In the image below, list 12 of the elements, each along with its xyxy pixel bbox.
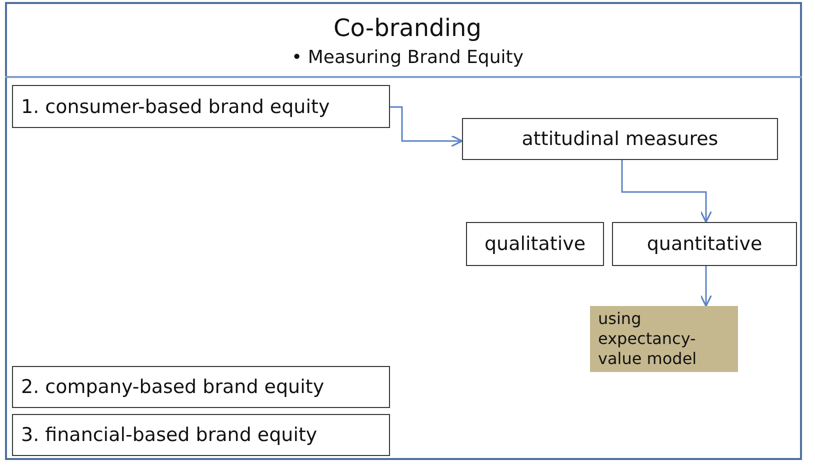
title: Co-branding <box>332 14 482 42</box>
result-box: using expectancy-value model <box>590 306 738 372</box>
process-box: qualitative <box>466 222 604 266</box>
heading-box: 2. company-based brand equity <box>12 366 390 408</box>
arrow <box>390 106 463 148</box>
subtitle: • Measuring Brand Equity <box>290 47 524 68</box>
arrow <box>621 160 712 223</box>
arrow <box>700 266 712 307</box>
process-box: attitudinal measures <box>462 118 778 160</box>
heading-box: 3. financial-based brand equity <box>12 414 390 456</box>
process-box: quantitative <box>612 222 797 266</box>
heading-box: 1. consumer-based brand equity <box>12 85 390 128</box>
